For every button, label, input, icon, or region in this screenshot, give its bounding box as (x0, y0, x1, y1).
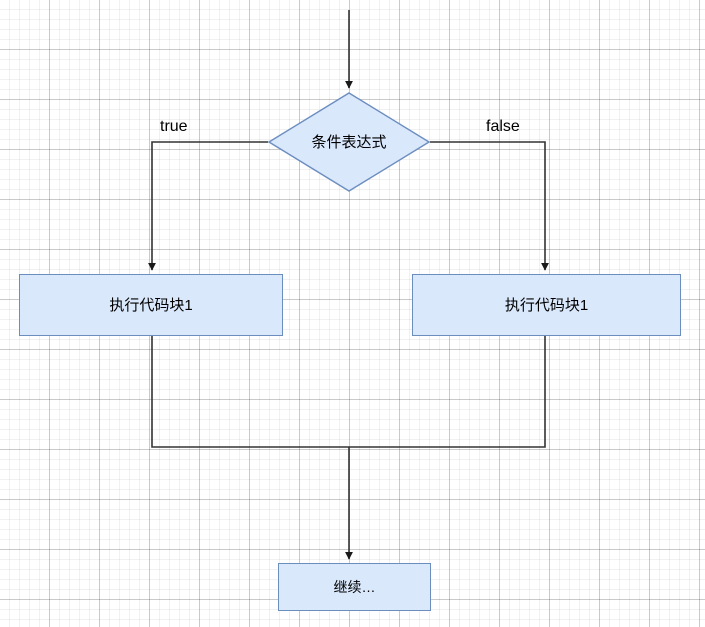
edge-condition-true (148, 141, 268, 271)
node-condition-label: 条件表达式 (311, 133, 387, 151)
edge-false-block-to-merge (349, 336, 546, 448)
node-false-branch-label: 执行代码块1 (504, 296, 589, 314)
edge-label-false: false (486, 118, 520, 135)
node-continue[interactable]: 继续… (278, 563, 431, 611)
diamond-shape (268, 92, 430, 192)
node-continue-label: 继续… (333, 579, 376, 595)
node-false-branch[interactable]: 执行代码块1 (412, 274, 681, 336)
edge-condition-false (430, 141, 549, 271)
edge-true-block-to-merge (151, 336, 349, 448)
node-true-branch-label: 执行代码块1 (109, 296, 193, 314)
edge-label-true: true (160, 118, 188, 135)
node-condition[interactable]: 条件表达式 (268, 92, 430, 192)
node-true-branch[interactable]: 执行代码块1 (19, 274, 283, 336)
